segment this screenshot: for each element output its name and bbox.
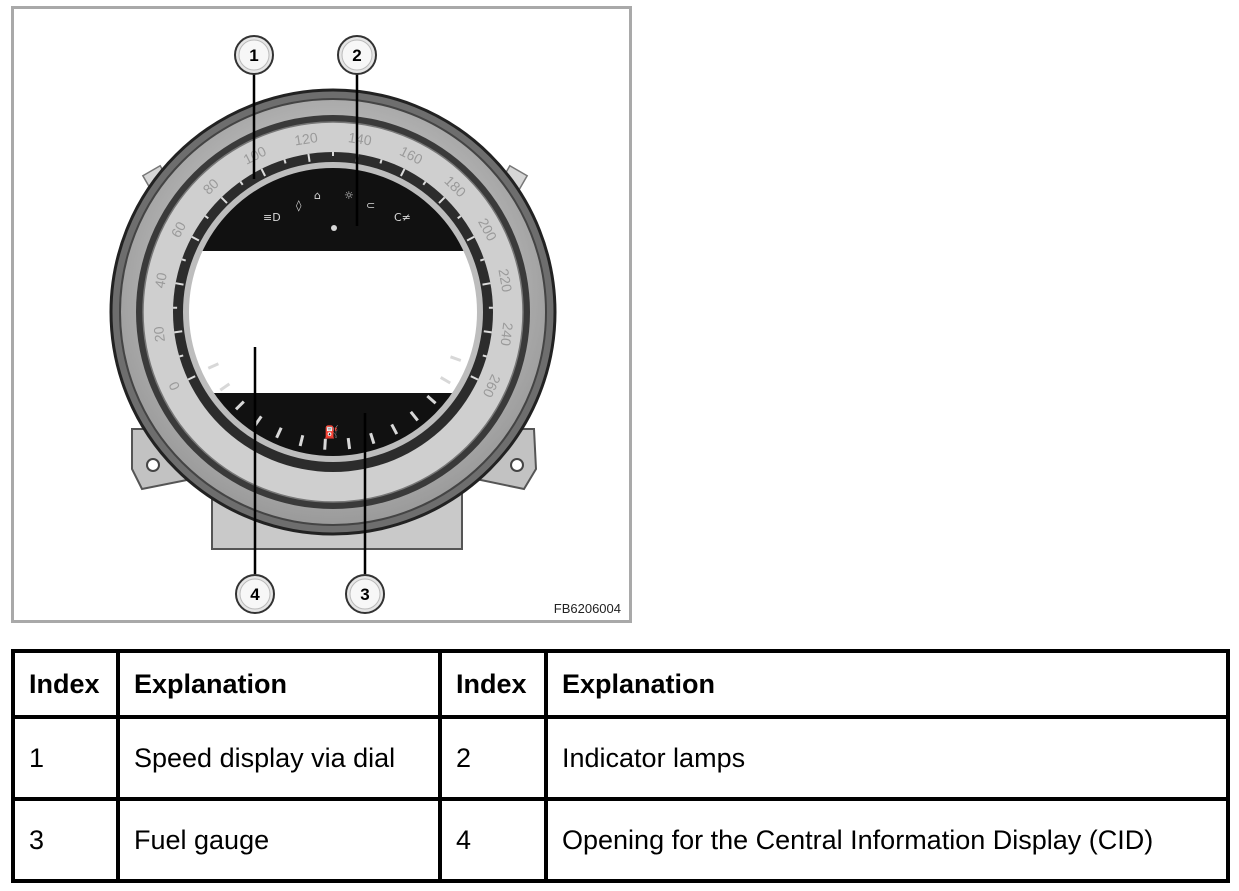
cell-explanation: Speed display via dial: [116, 715, 442, 801]
speed-tick-label: 220: [495, 267, 515, 293]
speed-tick-mark: [400, 168, 406, 177]
indicator-lamp-icon: ⌂: [314, 189, 321, 202]
cid-opening: [188, 251, 478, 393]
speed-tick-mark: [179, 354, 184, 358]
header-index: Index: [11, 649, 120, 719]
speed-tick-mark: [422, 181, 427, 186]
indicator-lamp-icon: C≠: [394, 211, 411, 224]
indicator-lamp-icon: ⊂: [366, 199, 375, 212]
header-explanation: Explanation: [116, 649, 442, 719]
fuel-segment: [426, 394, 437, 405]
header-explanation: Explanation: [544, 649, 1230, 719]
fuel-segment: [298, 434, 305, 447]
fuel-segment: [409, 410, 419, 422]
speed-tick-mark: [283, 159, 287, 164]
speed-tick-mark: [204, 215, 209, 220]
callout-label: 1: [249, 46, 258, 65]
speed-tick-mark: [174, 330, 183, 334]
speed-tick-mark: [187, 375, 196, 381]
speed-tick-mark: [307, 153, 311, 162]
cid-bezel: [183, 162, 483, 462]
table-header-row: Index Explanation Index Explanation: [11, 649, 1230, 719]
callout-1: 1: [234, 35, 274, 75]
table-row: 3 Fuel gauge 4 Opening for the Central I…: [11, 797, 1230, 883]
speed-tick-mark: [220, 196, 228, 204]
speed-tick-mark: [191, 235, 200, 242]
indicator-lamp-icon: ☼: [344, 189, 354, 202]
callout-3: 3: [345, 574, 385, 614]
cell-explanation: Fuel gauge: [116, 797, 442, 883]
figure-code: FB6206004: [553, 601, 621, 616]
speed-tick-mark: [479, 258, 485, 262]
fuel-segment: [275, 427, 283, 439]
callout-4: 4: [235, 574, 275, 614]
speed-tick-mark: [438, 196, 446, 204]
speed-tick-mark: [482, 282, 491, 286]
fuel-segment: [323, 438, 327, 450]
speed-tick-mark: [483, 330, 492, 334]
left-mount-hole: [146, 458, 160, 472]
speed-tick-label: 20: [150, 325, 168, 343]
fuel-segment: [346, 437, 352, 450]
fuel-gauge-scale: [207, 355, 462, 450]
speed-tick-mark: [466, 235, 475, 242]
fuel-segment: [234, 400, 245, 411]
right-mount-hole: [510, 458, 524, 472]
speed-tick-mark: [470, 375, 479, 381]
speed-tick-mark: [379, 159, 383, 164]
speed-tick-mark: [482, 354, 487, 358]
table-row: 1 Speed display via dial 2 Indicator lam…: [11, 715, 1230, 801]
speed-tick-mark: [175, 282, 184, 286]
speed-tick-mark: [181, 258, 187, 262]
speed-tick-mark: [239, 181, 244, 186]
header-index: Index: [438, 649, 548, 719]
indicator-lamp-dot: [331, 225, 337, 231]
cell-explanation: Opening for the Central Information Disp…: [544, 797, 1230, 883]
legend-table: Index Explanation Index Explanation 1 Sp…: [11, 649, 1230, 883]
speed-tick-label: 240: [497, 322, 516, 347]
callout-label: 2: [352, 46, 361, 65]
cell-index: 3: [11, 797, 120, 883]
fuel-pump-icon: ⛽: [324, 425, 339, 439]
indicator-lamp-icon: ◊: [296, 199, 302, 212]
callout-2: 2: [337, 35, 377, 75]
callout-label: 3: [360, 585, 369, 604]
cell-explanation: Indicator lamps: [544, 715, 1230, 801]
callout-label: 4: [250, 585, 260, 604]
cell-index: 2: [438, 715, 548, 801]
fuel-segment: [219, 382, 231, 392]
fuel-segment: [369, 432, 376, 445]
fuel-segment: [449, 355, 462, 362]
cell-index: 1: [11, 715, 120, 801]
speed-tick-label: 60: [168, 219, 190, 240]
speed-tick-label: 140: [347, 129, 373, 148]
speed-tick-label: 120: [293, 129, 319, 148]
fuel-segment: [207, 362, 219, 370]
speed-tick-label: 40: [151, 271, 170, 289]
cell-index: 4: [438, 797, 548, 883]
fuel-segment: [439, 376, 451, 385]
speed-tick-mark: [260, 168, 266, 177]
fuel-segment: [390, 423, 399, 435]
indicator-lamp-icon: ≡D: [263, 211, 281, 224]
speed-tick-mark: [457, 215, 462, 220]
